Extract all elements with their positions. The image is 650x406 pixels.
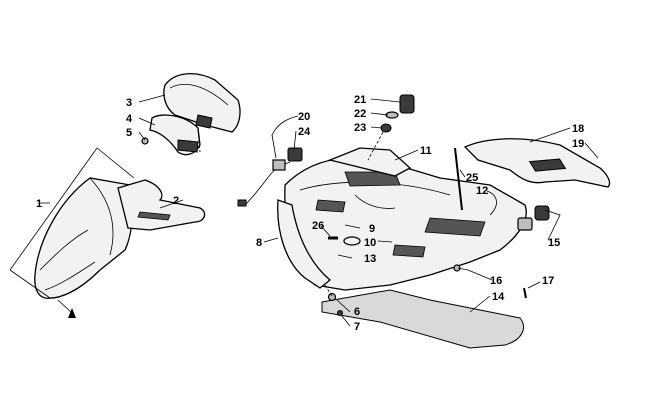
instrument-housing-part <box>163 73 241 133</box>
knob-stack-part <box>367 94 415 161</box>
long-bolt-part <box>454 147 463 211</box>
floor-plate-part <box>321 289 524 349</box>
callout-22: 22 <box>354 108 366 120</box>
callout-4: 4 <box>126 113 133 125</box>
callout-3: 3 <box>126 97 132 109</box>
callout-19: 19 <box>572 138 584 150</box>
callout-24: 24 <box>298 126 311 138</box>
callout-5: 5 <box>126 127 132 139</box>
callout-14: 14 <box>492 291 505 303</box>
callout-10: 10 <box>364 237 376 249</box>
callout-6: 6 <box>354 306 360 318</box>
top-trim-panel-part <box>327 147 412 177</box>
callout-18: 18 <box>572 123 584 135</box>
screw-17-part <box>523 287 527 299</box>
choke-knob-part <box>517 205 550 231</box>
nut-part <box>337 310 343 316</box>
leader-lines <box>9 94 599 327</box>
windshield-part <box>34 177 134 299</box>
side-panel-part <box>463 138 611 188</box>
callout-8: 8 <box>256 237 262 249</box>
callout-20: 20 <box>298 111 310 123</box>
callout-1: 1 <box>36 198 42 210</box>
screw-part <box>141 137 149 145</box>
callout-9: 9 <box>369 223 375 235</box>
callout-26: 26 <box>312 220 324 232</box>
callout-11: 11 <box>420 145 432 157</box>
callout-2: 2 <box>173 195 179 207</box>
bracket-part <box>117 179 206 231</box>
callout-25: 25 <box>466 172 478 184</box>
gauge-bezel-part <box>149 114 201 156</box>
washer-part <box>327 292 337 302</box>
callout-12: 12 <box>476 185 488 197</box>
callout-7: 7 <box>354 321 360 333</box>
callout-23: 23 <box>354 122 366 134</box>
callout-13: 13 <box>364 253 376 265</box>
wiring-switch-part <box>237 147 303 207</box>
callout-17: 17 <box>542 275 554 287</box>
callout-labels: 1 2 3 4 5 6 7 8 9 10 11 12 13 14 15 16 1… <box>36 94 584 333</box>
callout-21: 21 <box>354 94 366 106</box>
callout-15: 15 <box>548 237 560 249</box>
callout-16: 16 <box>490 275 502 287</box>
console-body-part <box>277 157 527 291</box>
